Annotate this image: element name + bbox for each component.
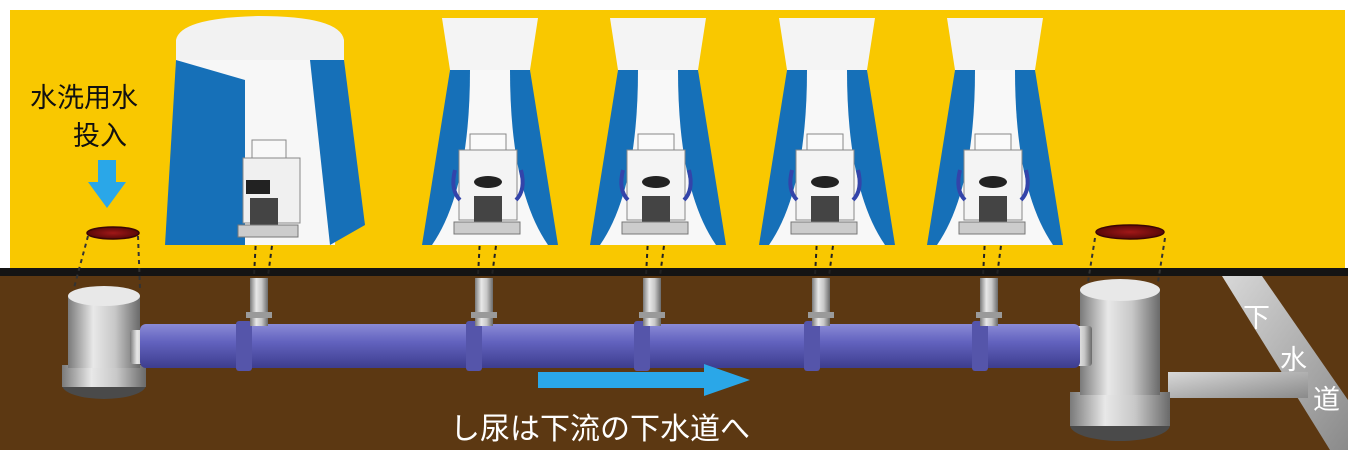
sewer-connector-pipe (1168, 372, 1308, 398)
manhole-lid-right (1095, 224, 1165, 240)
main-drain-pipe (140, 321, 1080, 371)
tent-toilet-icon (927, 18, 1063, 245)
right-arrow-icon (538, 364, 750, 396)
tent-toilet-icon (422, 18, 558, 245)
water-input-label-line1: 水洗用水 (30, 83, 138, 114)
sewer-label-char: 道 (1313, 385, 1340, 416)
manhole-lid-left (86, 226, 140, 240)
tent-toilet-icon (590, 18, 726, 245)
upstream-manhole (62, 286, 150, 399)
tent-toilet-icon (165, 16, 365, 245)
sewer-label-char: 下 (1243, 303, 1270, 334)
water-input-label-line2: 投入 (73, 121, 127, 152)
surface-line (0, 268, 1348, 276)
tent-toilet-icon (759, 18, 895, 245)
downstream-manhole (1070, 279, 1170, 441)
sewer-main-pipe (1222, 276, 1348, 450)
sewer-label-char: 水 (1280, 345, 1307, 376)
down-arrow-icon (88, 160, 126, 208)
flow-caption: し尿は下流の下水道へ (450, 412, 750, 447)
